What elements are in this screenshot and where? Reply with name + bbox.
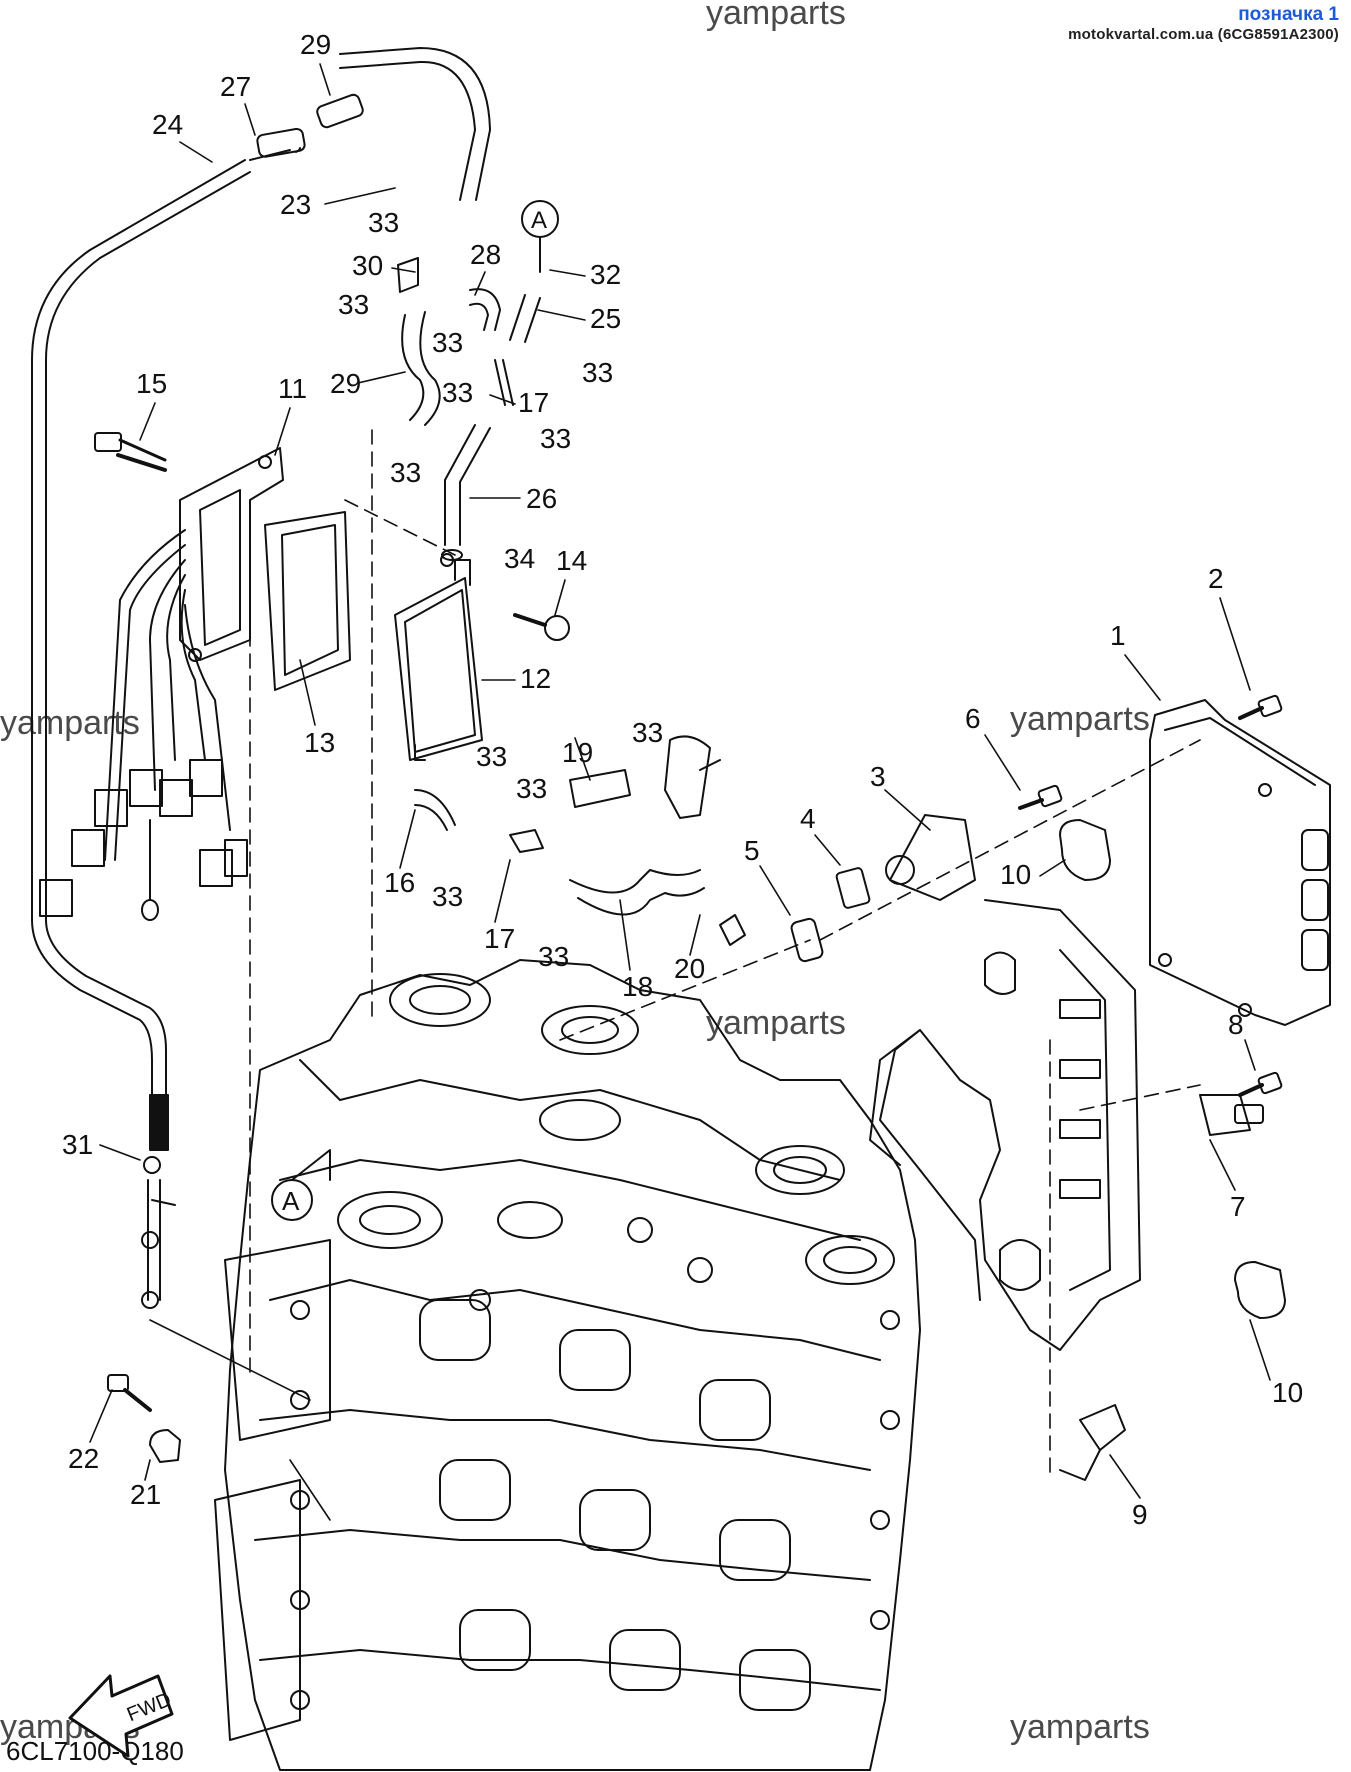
callout-10b: 10 — [1272, 1377, 1303, 1408]
callout-30: 30 — [352, 250, 383, 281]
callout-23: 23 — [280, 189, 311, 220]
diagram-reference: 6CL7100-Q180 — [6, 1736, 184, 1766]
callout-7: 7 — [1230, 1191, 1246, 1222]
callout-5: 5 — [744, 835, 760, 866]
ignition-coil-bracket — [94, 432, 351, 691]
watermark-bottom-right: yamparts — [1010, 1708, 1150, 1746]
callout-25: 25 — [590, 303, 621, 334]
vapor-separator-cover — [394, 553, 483, 761]
leader-lines — [149, 1319, 331, 1521]
callout-33l: 33 — [538, 941, 569, 972]
callout-33c: 33 — [432, 327, 463, 358]
badge-source: motokvartal.com.ua (6CG8591A2300) — [1068, 26, 1339, 43]
marker-a-label-top: A — [531, 207, 547, 234]
callout-12: 12 — [520, 663, 551, 694]
callout-33k: 33 — [432, 881, 463, 912]
ecm-unit — [1149, 699, 1331, 1026]
callout-leaders — [89, 63, 1271, 1499]
callout-21: 21 — [130, 1479, 161, 1510]
callout-3: 3 — [870, 761, 886, 792]
callout-8: 8 — [1228, 1009, 1244, 1040]
fwd-arrow: FWD — [68, 1674, 174, 1758]
fuel-hoses — [397, 257, 746, 946]
watermark-center: yamparts — [706, 1004, 846, 1042]
callout-16: 16 — [384, 867, 415, 898]
breather-hose-loop — [31, 47, 491, 1151]
callout-20: 20 — [674, 953, 705, 984]
callout-19: 19 — [562, 737, 593, 768]
callout-11: 11 — [278, 373, 307, 404]
callout-14: 14 — [556, 545, 587, 576]
callout-15: 15 — [136, 368, 167, 399]
callout-33b: 33 — [338, 289, 369, 320]
callout-24: 24 — [152, 109, 183, 140]
marker-A-bottom — [271, 1149, 331, 1221]
part-badge: позначка 1 motokvartal.com.ua (6CG8591A2… — [1068, 4, 1339, 43]
callout-17a: 17 — [518, 387, 549, 418]
callout-33g: 33 — [390, 457, 421, 488]
hose-clips — [1059, 819, 1286, 1481]
callout-9: 9 — [1132, 1499, 1148, 1530]
callouts: 1 2 3 4 5 6 7 8 9 10 10 11 12 13 14 15 1… — [62, 29, 1303, 1530]
callout-26: 26 — [526, 483, 557, 514]
callout-13: 13 — [304, 727, 335, 758]
callout-29b: 29 — [330, 368, 361, 399]
alignment-lines — [249, 429, 1201, 1481]
callout-22: 22 — [68, 1443, 99, 1474]
callout-33i: 33 — [632, 717, 663, 748]
callout-32: 32 — [590, 259, 621, 290]
callout-29a: 29 — [300, 29, 331, 60]
callout-6: 6 — [965, 703, 981, 734]
electrical-bracket — [869, 899, 1141, 1351]
callout-10a: 10 — [1000, 859, 1031, 890]
callout-34: 34 — [504, 543, 535, 574]
watermark-right: yamparts — [1010, 700, 1150, 738]
callout-33h: 33 — [476, 741, 507, 772]
callout-33f: 33 — [540, 423, 571, 454]
callout-1: 1 — [1110, 620, 1126, 651]
callout-4: 4 — [800, 803, 816, 834]
bolts — [107, 453, 1283, 1463]
callout-31: 31 — [62, 1129, 93, 1160]
badge-title[interactable]: позначка 1 — [1238, 4, 1339, 25]
callout-33a: 33 — [368, 207, 399, 238]
callout-33j: 33 — [516, 773, 547, 804]
marker-A-top — [521, 200, 559, 273]
watermark-top: yamparts — [706, 0, 846, 32]
watermark-left: yamparts — [0, 704, 140, 742]
callout-2: 2 — [1208, 563, 1224, 594]
ignition-coils — [39, 529, 248, 921]
callout-17b: 17 — [484, 923, 515, 954]
fuel-filter-assembly — [790, 814, 976, 963]
callout-27: 27 — [220, 71, 251, 102]
callout-33d: 33 — [442, 377, 473, 408]
callout-18: 18 — [622, 971, 653, 1002]
engine-block — [214, 959, 921, 1771]
callout-33e: 33 — [582, 357, 613, 388]
callout-28: 28 — [470, 239, 501, 270]
marker-a-label-bottom: A — [282, 1186, 300, 1216]
lower-hose-fittings — [141, 1156, 176, 1309]
